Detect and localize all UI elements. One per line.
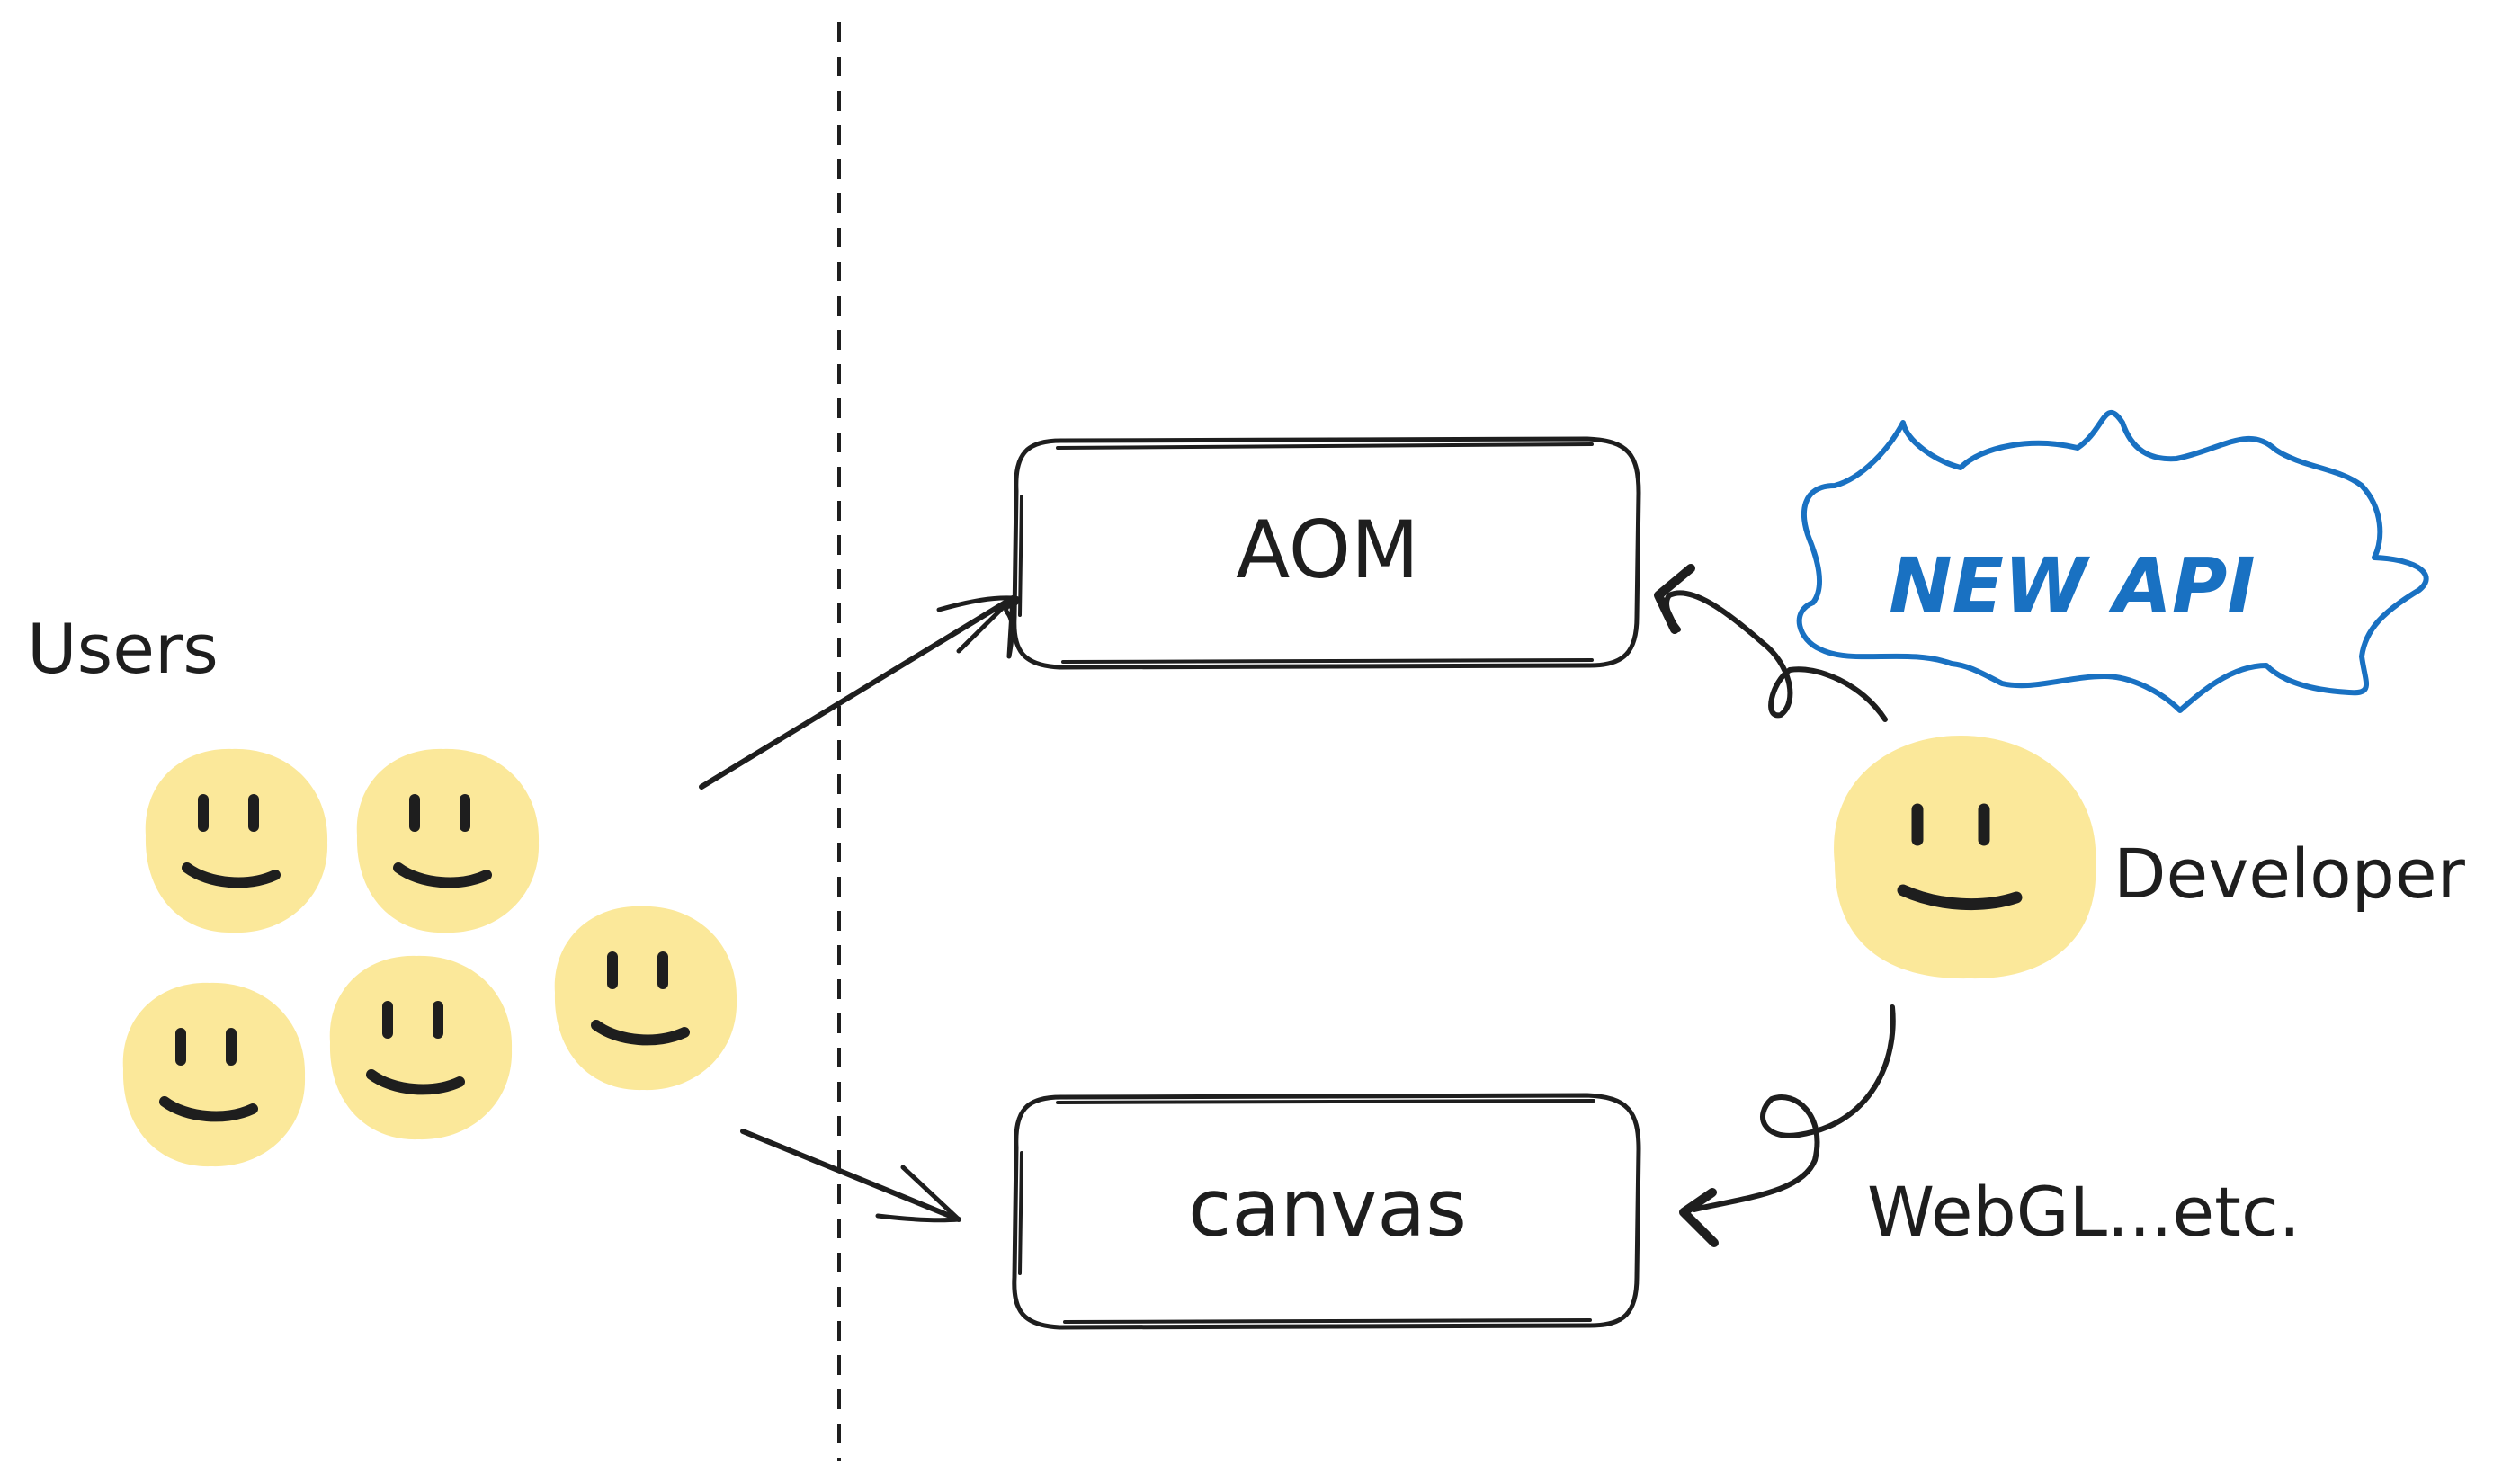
user-face-5 [555,906,737,1090]
aom-label: AOM [1236,504,1419,596]
user-face-1 [146,749,327,933]
canvas-node: canvas [1012,1093,1641,1330]
user-face-2 [357,749,539,933]
new-api-callout: NEW API [1796,409,2429,713]
user-face-4 [330,956,512,1139]
arrow-users-to-aom [699,595,1021,790]
arrow-developer-to-aom [1654,564,1888,722]
developer-label: Developer [2113,834,2466,914]
aom-node: AOM [1012,436,1641,670]
developer-face-fill-extra [1834,736,2096,979]
arrow-users-to-canvas [740,1129,961,1223]
users-label: Users [27,609,219,689]
new-api-label: NEW API [1889,541,2255,629]
webgl-label: WebGL...etc. [1867,1172,2301,1252]
user-face-3 [123,983,305,1166]
canvas-label: canvas [1188,1162,1467,1254]
arrow-developer-to-canvas [1679,1004,1896,1247]
